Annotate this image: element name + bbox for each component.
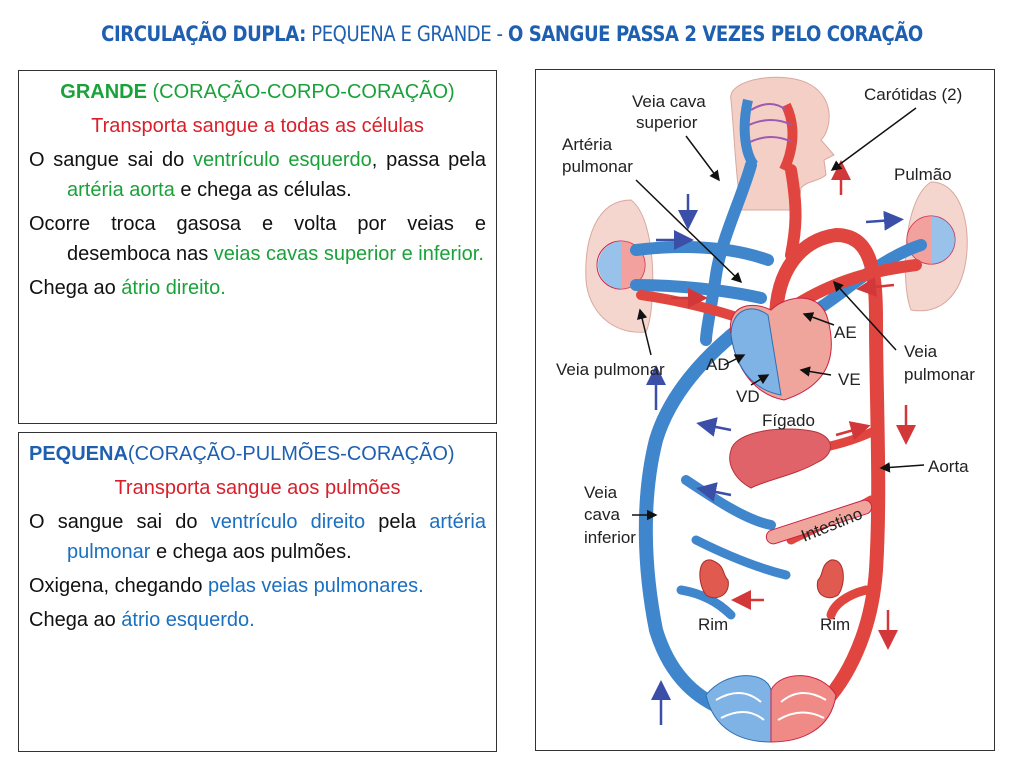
- label-figado: Fígado: [762, 411, 815, 430]
- circulation-illustration: Veia cava superior Carótidas (2) Artéria…: [556, 76, 975, 743]
- left-kidney: [699, 559, 729, 599]
- label-ae: AE: [834, 323, 857, 342]
- grande-paragraph-3: Chega ao átrio direito.: [29, 273, 486, 303]
- text: pela: [365, 511, 430, 533]
- pequena-heading: PEQUENA(CORAÇÃO-PULMÕES-CORAÇÃO): [29, 439, 486, 469]
- label-rim-right: Rim: [820, 615, 850, 634]
- title-part1: CIRCULAÇÃO DUPLA:: [101, 22, 306, 46]
- grande-paragraph-2: Ocorre troca gasosa e volta por veias e …: [29, 209, 486, 269]
- title-part3: O SANGUE PASSA 2 VEZES PELO CORAÇÃO: [507, 22, 923, 46]
- label-veia-cava-inferior-1: Veia: [584, 483, 618, 502]
- pequena-paragraph-1: O sangue sai do ventrículo direito pela …: [29, 507, 486, 567]
- pequena-heading-sub: (CORAÇÃO-PULMÕES-CORAÇÃO): [127, 443, 455, 465]
- text: O sangue sai do: [29, 149, 193, 171]
- grande-paragraph-1: O sangue sai do ventrículo esquerdo, pas…: [29, 145, 486, 205]
- pequena-subtitle: Transporta sangue aos pulmões: [114, 477, 401, 499]
- grande-heading-keyword: GRANDE: [60, 81, 147, 103]
- heart: [729, 297, 832, 401]
- head-shape: [730, 76, 835, 211]
- highlight-arteria-pulmonar: artéria pulmonar: [67, 511, 486, 563]
- label-veia-pulmonar-right-1: Veia: [904, 342, 938, 361]
- text: Chega ao: [29, 277, 122, 299]
- text: Chega ao: [29, 609, 122, 631]
- page-title: CIRCULAÇÃO DUPLA: PEQUENA E GRANDE - O S…: [72, 22, 953, 46]
- pequena-paragraph-3: Chega ao átrio esquerdo.: [29, 605, 486, 635]
- pequena-heading-keyword: PEQUENA: [29, 443, 128, 465]
- lower-capillaries: [705, 675, 837, 743]
- grande-heading: GRANDE (CORAÇÃO-CORPO-CORAÇÃO): [29, 77, 486, 107]
- label-vd: VD: [736, 387, 760, 406]
- label-arteria-pulmonar-1: Artéria: [562, 135, 613, 154]
- text: Oxigena, chegando: [29, 575, 209, 597]
- label-ad: AD: [706, 355, 730, 374]
- grande-heading-sub: (CORAÇÃO-CORPO-CORAÇÃO): [146, 81, 455, 103]
- label-rim-left: Rim: [698, 615, 728, 634]
- right-kidney: [816, 559, 844, 599]
- label-veia-cava-inferior-3: inferior: [584, 528, 636, 547]
- highlight-arteria-aorta: artéria aorta: [67, 179, 175, 201]
- liver: [729, 428, 831, 489]
- grande-subtitle: Transporta sangue a todas as células: [91, 115, 424, 137]
- label-arteria-pulmonar-2: pulmonar: [562, 157, 633, 176]
- label-aorta: Aorta: [928, 457, 969, 476]
- pequena-paragraph-2: Oxigena, chegando pelas veias pulmonares…: [29, 571, 486, 601]
- label-pulmao: Pulmão: [894, 165, 952, 184]
- label-veia-cava-superior-1: Veia cava: [632, 92, 706, 111]
- highlight-veias-cavas: veias cavas superior e inferior.: [213, 243, 484, 265]
- text: , passa pela: [371, 149, 486, 171]
- label-veia-pulmonar-right-2: pulmonar: [904, 365, 975, 384]
- circulation-diagram: Veia cava superior Carótidas (2) Artéria…: [535, 69, 995, 751]
- label-veia-cava-superior-2: superior: [636, 113, 698, 132]
- text: e chega as células.: [174, 179, 352, 201]
- highlight-veias-pulmonares: pelas veias pulmonares.: [208, 575, 424, 597]
- label-veia-pulmonar-left: Veia pulmonar: [556, 360, 665, 379]
- text: O sangue sai do: [29, 511, 211, 533]
- leader-lines: [632, 107, 925, 521]
- text: Ocorre troca gasosa e volta por veias e …: [29, 213, 486, 265]
- highlight-atrio-esquerdo: átrio esquerdo.: [121, 609, 255, 631]
- title-part2: PEQUENA E GRANDE -: [305, 22, 508, 46]
- text: e chega aos pulmões.: [150, 541, 352, 563]
- label-ve: VE: [838, 370, 861, 389]
- right-lung-capillaries: [906, 215, 956, 265]
- highlight-atrio-direito: átrio direito.: [121, 277, 226, 299]
- intestine: [765, 499, 873, 545]
- grande-circulation-box: GRANDE (CORAÇÃO-CORPO-CORAÇÃO) Transport…: [18, 70, 497, 424]
- highlight-ventriculo-direito: ventrículo direito: [210, 511, 366, 533]
- pequena-circulation-box: PEQUENA(CORAÇÃO-PULMÕES-CORAÇÃO) Transpo…: [18, 432, 497, 752]
- flow-arrows: [646, 160, 916, 725]
- highlight-ventriculo-esquerdo: ventrículo esquerdo: [192, 149, 372, 171]
- label-veia-cava-inferior-2: cava: [584, 505, 620, 524]
- label-carotidas: Carótidas (2): [864, 85, 962, 104]
